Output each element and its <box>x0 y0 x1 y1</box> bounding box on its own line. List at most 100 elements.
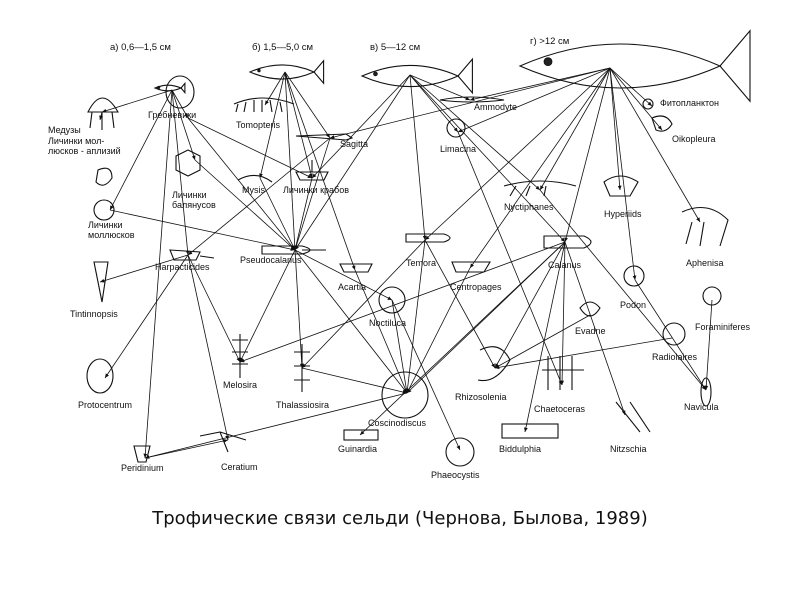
ceratium-drawing <box>199 431 247 453</box>
link-fish_g-to-aphenisa <box>609 67 701 223</box>
nyctiphanes-drawing <box>503 180 577 197</box>
link-sagitta-to-harpacticides <box>187 137 331 256</box>
label-sagitta: Sagitta <box>340 139 368 149</box>
melosira-drawing <box>232 334 248 378</box>
link-fish_b-to-pseudocalanus <box>284 71 297 251</box>
label-mysis: Mysis <box>242 185 265 195</box>
link-temora-to-thalassiosira <box>301 239 426 369</box>
link-fish_v-to-nyctiphanes <box>409 74 541 191</box>
link-fish_g-to-oikopleura <box>609 67 663 131</box>
link-pseudocalanus-to-melosira <box>239 249 296 363</box>
link-lichinki_krabov-to-pseudocalanus <box>294 177 313 251</box>
oikopleura-drawing <box>651 115 673 132</box>
protocentrum-drawing <box>86 358 114 394</box>
navicula-drawing <box>700 377 712 407</box>
centropages-drawing <box>451 261 491 273</box>
rhizosolenia-drawing <box>477 346 511 382</box>
label-radiolaires: Radiolaires <box>652 352 698 362</box>
link-calanus-to-biddulphia <box>524 241 566 433</box>
coscinodiscus-drawing <box>381 371 429 419</box>
noctiluca-drawing <box>378 286 406 314</box>
sagitta-drawing <box>295 133 354 141</box>
link-fish_g-to-nyctiphanes <box>539 67 611 191</box>
ctenophore-drawing <box>165 75 195 109</box>
tintinnopsis-drawing <box>93 261 109 303</box>
label-tomopteris: Tomopteris <box>236 120 281 130</box>
label-harpacticides: Harpacticides <box>155 262 210 272</box>
link-nyctiphanes-to-navicula <box>539 189 707 391</box>
link-calanus-to-chaetoceras <box>560 241 566 386</box>
link-harpacticides-to-ceratium <box>187 254 229 441</box>
size-group-b: б) 1,5—5,0 см <box>252 42 313 53</box>
label-meduzy: Медузы <box>48 125 81 135</box>
link-fish_v-to-calanus <box>409 74 566 243</box>
herring-v-drawing-eye <box>373 71 378 77</box>
label-aphenisa: Aphenisa <box>686 258 724 268</box>
organism-labels: ФитопланктонГребневикиTomopterisAmmodyte… <box>48 98 751 480</box>
link-grebnevik-to-lichinki_krabov <box>187 117 313 179</box>
tomopteris-drawing <box>233 97 295 113</box>
harpacticoid-drawing <box>169 249 215 261</box>
evadne-drawing <box>579 301 601 317</box>
label-thalassiosira: Thalassiosira <box>276 400 329 410</box>
links-layer <box>99 67 713 459</box>
link-harpacticides-to-protocentrum <box>104 254 189 379</box>
label-ceratium: Ceratium <box>221 462 258 472</box>
size-group-a: а) 0,6—1,5 см <box>110 42 171 53</box>
label-coscinodiscus: Coscinodiscus <box>368 418 427 428</box>
link-fish_b-to-sagitta <box>284 71 331 139</box>
link-lichinki_mollyuskov-to-pseudocalanus <box>109 209 296 251</box>
ammodytes-drawing <box>439 96 505 103</box>
link-fish_g-to-limacina <box>457 67 611 133</box>
link-podon-to-navicula <box>634 279 707 391</box>
label-centropages: Centropages <box>450 282 502 292</box>
hyperiid-drawing <box>603 175 639 197</box>
aplysia-larva-drawing <box>95 167 113 186</box>
label-hyperiids: Hyperiids <box>604 209 642 219</box>
herring-b-drawing <box>248 59 325 85</box>
label-protocentrum: Protocentrum <box>78 400 132 410</box>
link-temora-to-rhizosolenia <box>424 239 496 369</box>
temora-drawing <box>405 233 451 243</box>
size-group-headers: а) 0,6—1,5 см б) 1,5—5,0 см в) 5—12 см г) >… <box>110 36 569 53</box>
label-guinardia: Guinardia <box>338 444 377 454</box>
link-radiolaires-to-rhizosolenia <box>494 337 673 370</box>
biddulphia-drawing <box>501 423 559 439</box>
link-fish_v-to-limacina <box>409 74 459 133</box>
label-limacina: Limacina <box>440 144 476 154</box>
chaetoceras-drawing <box>542 356 584 390</box>
size-group-g: г) >12 см <box>530 36 569 47</box>
link-fish_a-to-lichinki_mollyuskov <box>109 89 173 211</box>
link-pseudocalanus-to-thalassiosira <box>294 249 304 369</box>
link-mysis-to-pseudocalanus <box>259 177 296 251</box>
link-temora-to-coscinodiscus <box>405 239 426 394</box>
organism-drawings <box>86 29 751 467</box>
link-fish_a-to-lichinki_balyanusov <box>171 89 196 161</box>
nitzschia-drawing <box>615 401 651 433</box>
herring-g-drawing <box>518 29 751 103</box>
link-sagitta-to-pseudocalanus <box>294 137 331 251</box>
phytoplankton-drawing <box>642 98 654 110</box>
link-centropages-to-coscinodiscus <box>406 267 471 394</box>
link-fish_a-to-grebnevik <box>171 89 189 119</box>
link-noctiluca-to-phaeocystis <box>391 299 461 451</box>
aphenisa-drawing <box>681 206 729 247</box>
label-foraminiferes: Foraminiferes <box>695 322 751 332</box>
label-calanus: Calanus <box>548 260 582 270</box>
herring-b-drawing-eye <box>257 68 261 73</box>
link-thalassiosira-to-coscinodiscus <box>301 367 408 394</box>
label-temora: Temora <box>406 258 436 268</box>
label-podon: Podon <box>620 300 646 310</box>
label-grebnevik: Гребневики <box>148 110 196 120</box>
label-rhizosolenia: Rhizosolenia <box>455 392 507 402</box>
label-acartia: Acartia <box>338 282 366 292</box>
label-nyctiphanes: Nyctiphanes <box>504 202 554 212</box>
link-peridinium-to-ceratium <box>144 439 229 459</box>
size-group-v: в) 5—12 см <box>370 42 420 53</box>
label-lichinki_krabov: Личинки крабов <box>283 185 349 195</box>
label-tintinnopsis: Tintinnopsis <box>70 309 118 319</box>
label-melosira: Melosira <box>223 380 257 390</box>
herring-g-drawing-eye <box>543 57 553 66</box>
calanus-drawing <box>543 235 592 249</box>
